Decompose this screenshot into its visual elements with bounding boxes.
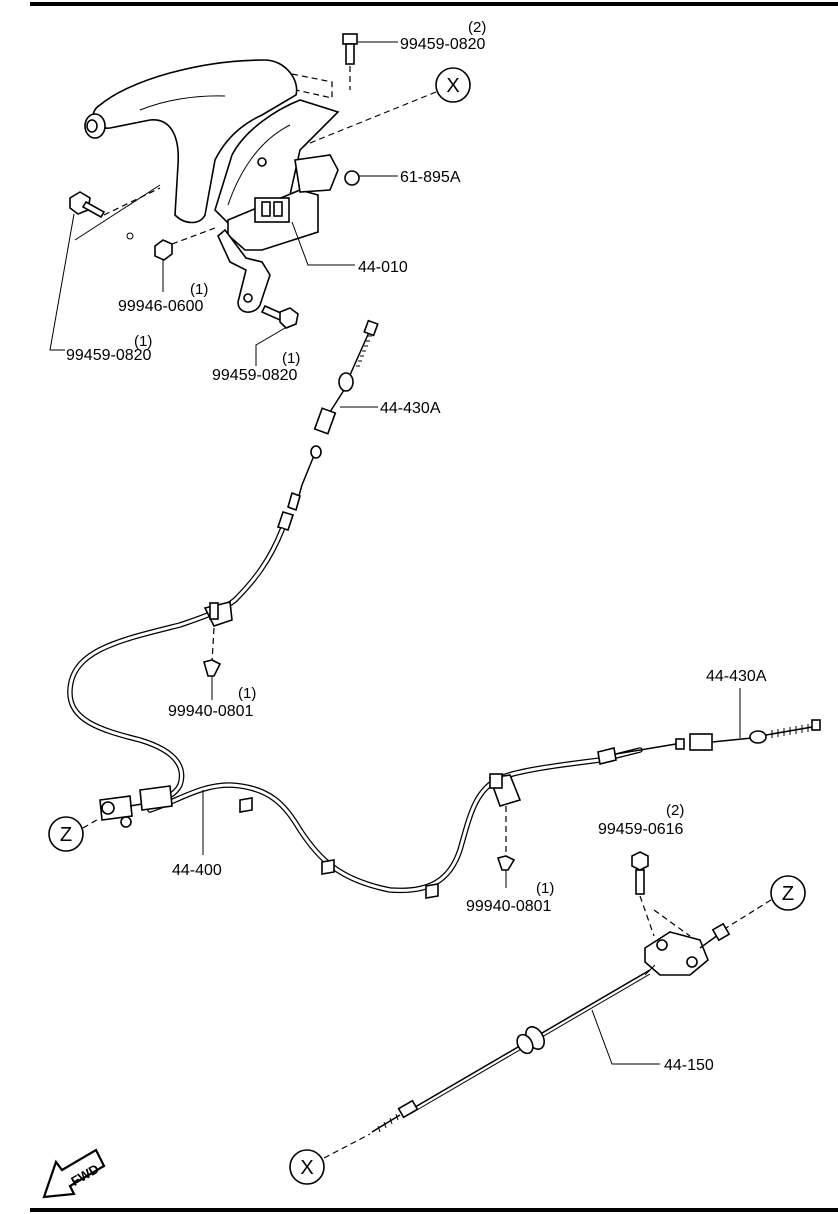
cable-adjuster-front	[313, 319, 379, 435]
cable-adjuster-front-number: 44-430A	[380, 400, 441, 417]
bolt-top-number: 99459-0820	[400, 36, 486, 53]
grommet-right-number: 99940-0801	[466, 898, 552, 915]
bolt-bottom-number: 99459-0820	[212, 367, 298, 384]
cable-adjuster-rear	[689, 688, 821, 751]
nut	[154, 227, 216, 292]
svg-text:X: X	[300, 1157, 313, 1179]
nut-number: 99946-0600	[118, 298, 204, 315]
bolt-bottom	[255, 304, 299, 366]
clip-number: 61-895A	[400, 169, 461, 186]
parking-brake-lever	[84, 59, 340, 313]
lever-leader	[291, 221, 355, 266]
callout-x-top: X	[304, 67, 471, 146]
bolt-left-qty: (1)	[134, 333, 152, 350]
bolt-left-number: 99459-0820	[66, 347, 152, 364]
svg-text:Z: Z	[60, 824, 72, 846]
bolt-equalizer-number: 99459-0616	[598, 821, 684, 838]
front-cable-number: 44-150	[664, 1057, 714, 1074]
bolt-equalizer	[631, 851, 691, 937]
callout-z-left: Z	[48, 816, 101, 852]
rear-cable-number: 44-400	[172, 862, 222, 879]
bolt-left	[49, 184, 161, 351]
grommet-left-number: 99940-0801	[168, 703, 254, 720]
fwd-arrow-icon: FWD	[42, 1148, 106, 1199]
lever-assembly-number: 44-010	[358, 259, 408, 276]
svg-text:X: X	[446, 75, 459, 97]
bolt-top	[342, 33, 398, 90]
rear-cable	[67, 445, 685, 899]
grommet-right-qty: (1)	[536, 880, 554, 897]
clip	[344, 170, 398, 186]
svg-text:Z: Z	[782, 883, 794, 905]
front-cable	[371, 922, 731, 1133]
nut-qty: (1)	[190, 281, 208, 298]
bolt-bottom-qty: (1)	[282, 350, 300, 367]
callout-z-right: Z	[725, 875, 806, 929]
bolt-top-qty: (2)	[468, 19, 486, 36]
grommet-left-qty: (1)	[238, 685, 256, 702]
cable-adjuster-rear-number: 44-430A	[706, 668, 767, 685]
callout-x-bottom: X	[289, 1133, 371, 1185]
bolt-equalizer-qty: (2)	[666, 802, 684, 819]
